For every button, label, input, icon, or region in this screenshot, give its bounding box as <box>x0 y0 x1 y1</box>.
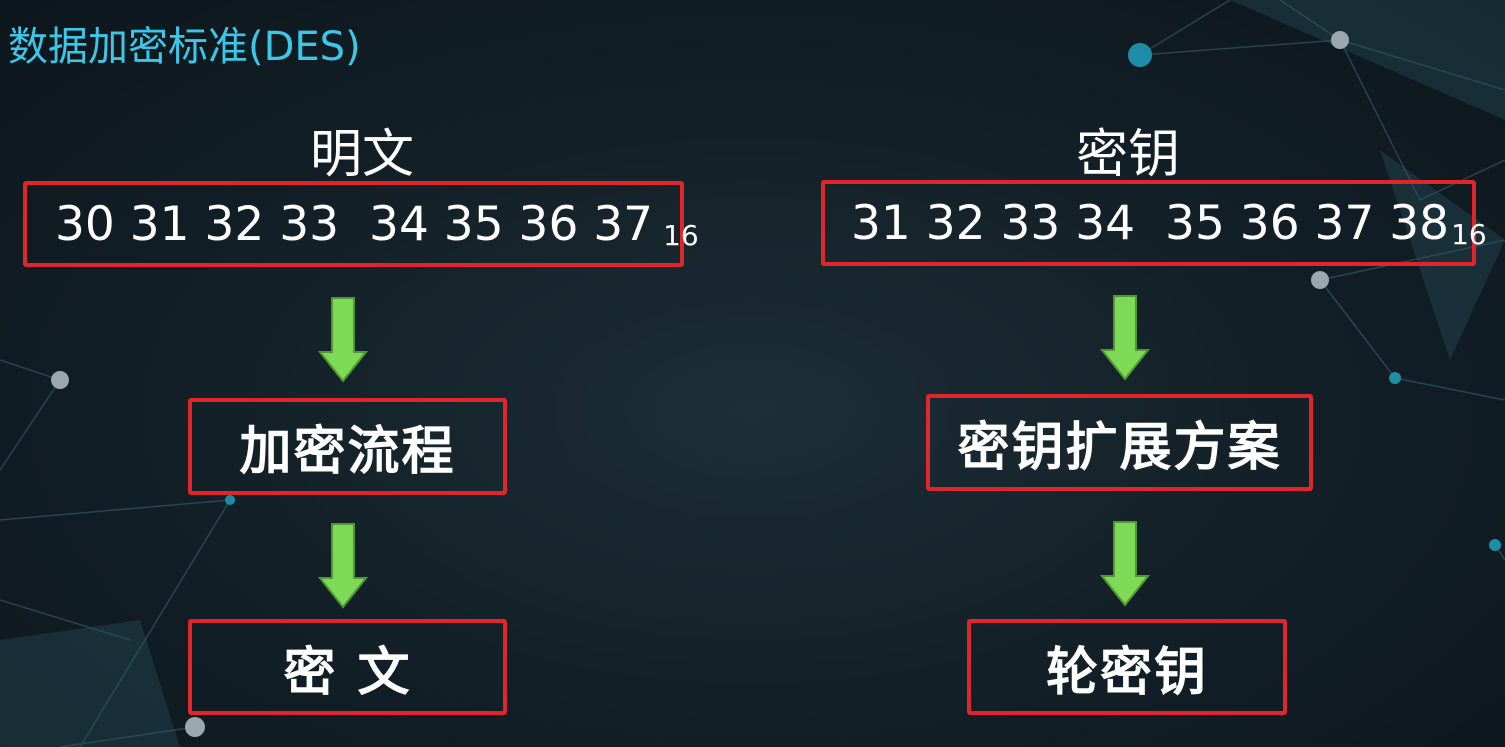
down-arrow-icon <box>1100 295 1150 381</box>
key-schedule-box: 密钥扩展方案 <box>926 394 1313 491</box>
plaintext-base-subscript: 16 <box>663 218 699 252</box>
down-arrow-icon <box>1100 521 1150 607</box>
encryption-process-box: 加密流程 <box>188 398 507 495</box>
plaintext-bytes-low: 30 31 32 33 <box>55 196 340 252</box>
down-arrow-icon <box>318 523 368 609</box>
plaintext-bytes-high: 34 35 36 37 <box>369 196 654 252</box>
key-label: 密钥 <box>1075 125 1180 185</box>
page-title: 数据加密标准(DES) <box>8 24 361 70</box>
key-bytes-high: 35 36 37 38 <box>1165 195 1450 251</box>
down-arrow-icon <box>318 297 368 383</box>
plaintext-label: 明文 <box>309 125 414 185</box>
key-base-subscript: 16 <box>1451 217 1487 251</box>
round-keys-box: 轮密钥 <box>967 619 1287 715</box>
key-box: 31 32 33 34 35 36 37 38 16 <box>821 180 1487 266</box>
ciphertext-box: 密 文 <box>188 619 507 715</box>
plaintext-box: 30 31 32 33 34 35 36 37 16 <box>23 181 699 267</box>
key-bytes-low: 31 32 33 34 <box>851 195 1136 251</box>
